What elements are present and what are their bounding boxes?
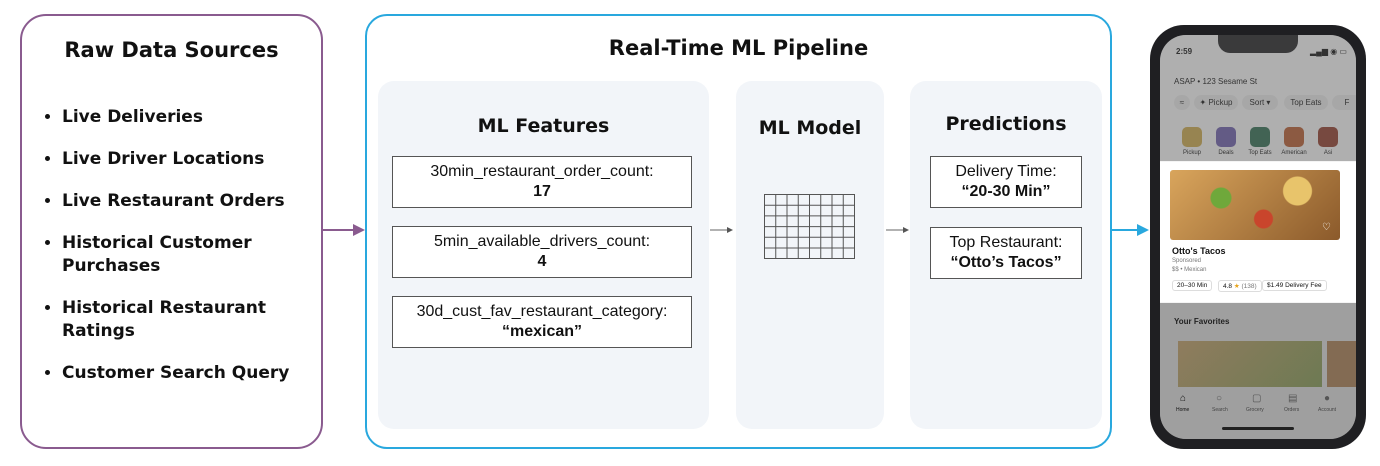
status-icons: ▂▄▆ ◉ ▭	[1310, 47, 1347, 56]
sponsored-label: Sponsored	[1172, 258, 1202, 264]
review-count: (138)	[1241, 283, 1257, 290]
source-item: Live Driver Locations	[62, 148, 289, 171]
restaurant-name: Otto's Tacos	[1172, 246, 1226, 256]
source-item: Historical Restaurant Ratings	[62, 297, 277, 343]
source-item: Live Deliveries	[62, 106, 289, 129]
nav-label: Account	[1318, 407, 1337, 413]
category-label: American	[1281, 150, 1307, 156]
feature-box: 30d_cust_fav_restaurant_category: “mexic…	[392, 296, 692, 348]
feature-box: 30min_restaurant_order_count: 17	[392, 156, 692, 208]
filter-sort[interactable]: Sort ▾	[1242, 95, 1278, 110]
source-item: Customer Search Query	[62, 362, 289, 385]
prediction-box: Top Restaurant: “Otto’s Tacos”	[930, 227, 1082, 279]
feature-value: 17	[533, 183, 551, 200]
restaurant-photo	[1170, 170, 1340, 240]
arrow-raw-to-pipeline	[323, 224, 365, 236]
filter-more[interactable]: F	[1332, 95, 1356, 110]
ml-pipeline-box: Real-Time ML Pipeline ML Features 30min_…	[365, 14, 1112, 449]
category-label: Asi	[1323, 150, 1333, 156]
phone-mockup: 2:59 ▂▄▆ ◉ ▭ ASAP • 123 Sesame St ≈ ✦ Pi…	[1150, 25, 1366, 453]
nav-label: Grocery	[1246, 407, 1264, 413]
ml-features-panel: ML Features 30min_restaurant_order_count…	[378, 81, 709, 429]
ml-model-panel: ML Model	[736, 81, 884, 429]
deals-category-icon[interactable]	[1216, 127, 1236, 147]
prediction-name: Delivery Time:	[955, 163, 1057, 180]
raw-data-sources-title: Raw Data Sources	[64, 38, 279, 62]
filter-label: Pickup	[1208, 98, 1233, 107]
favorites-heading: Your Favorites	[1174, 317, 1230, 326]
filter-label: Sort	[1249, 98, 1265, 107]
arrow-pipeline-to-phone	[1111, 224, 1149, 236]
filter-label: Top Eats	[1290, 98, 1322, 107]
prediction-value: “20-30 Min”	[961, 183, 1051, 200]
arrow-features-to-model	[710, 227, 733, 233]
nav-label: Home	[1176, 407, 1190, 413]
feature-name: 5min_available_drivers_count:	[433, 233, 651, 250]
delivery-address[interactable]: ASAP • 123 Sesame St	[1174, 77, 1258, 86]
restaurant-meta: $$ • Mexican	[1172, 267, 1207, 273]
filter-icon[interactable]: ≈	[1174, 95, 1190, 110]
eta-chip: 20–30 Min	[1172, 280, 1213, 291]
predictions-panel: Predictions Delivery Time: “20-30 Min” T…	[910, 81, 1102, 429]
account-icon[interactable]: ●	[1324, 393, 1331, 404]
ml-model-title: ML Model	[758, 117, 862, 139]
rating-value: 4.8	[1223, 283, 1233, 290]
model-grid-icon	[764, 194, 855, 259]
phone-frame: 2:59 ▂▄▆ ◉ ▭ ASAP • 123 Sesame St ≈ ✦ Pi…	[1150, 25, 1366, 449]
phone-screen: 2:59 ▂▄▆ ◉ ▭ ASAP • 123 Sesame St ≈ ✦ Pi…	[1160, 35, 1356, 439]
source-item: Historical Customer Purchases	[62, 232, 277, 278]
feature-name: 30d_cust_fav_restaurant_category:	[416, 303, 668, 320]
top-overlay	[1160, 35, 1356, 161]
orders-icon[interactable]: ▤	[1288, 393, 1298, 404]
rating-chip: 4.8 ★ (138)	[1218, 280, 1262, 292]
favorites-photo[interactable]	[1178, 341, 1322, 387]
home-icon[interactable]: ⌂	[1180, 393, 1187, 404]
star-icon: ★	[1233, 283, 1240, 290]
feature-name: 30min_restaurant_order_count:	[430, 163, 654, 180]
raw-data-sources-box: Raw Data Sources Live Deliveries Live Dr…	[20, 14, 323, 449]
nav-label: Search	[1212, 407, 1228, 413]
prediction-box: Delivery Time: “20-30 Min”	[930, 156, 1082, 208]
fee-chip: $1.49 Delivery Fee	[1262, 280, 1327, 291]
restaurant-card[interactable]: ♡ Otto's Tacos Sponsored $$ • Mexican 20…	[1160, 162, 1356, 302]
category-label: Top Eats	[1248, 150, 1272, 156]
phone-notch	[1218, 35, 1298, 53]
american-category-icon[interactable]	[1284, 127, 1304, 147]
feature-box: 5min_available_drivers_count: 4	[392, 226, 692, 278]
top-eats-category-icon[interactable]	[1250, 127, 1270, 147]
asian-category-icon[interactable]	[1318, 127, 1338, 147]
pickup-category-icon[interactable]	[1182, 127, 1202, 147]
nav-label: Orders	[1284, 407, 1300, 413]
source-item: Live Restaurant Orders	[62, 190, 289, 213]
category-label: Pickup	[1182, 150, 1201, 156]
prediction-value: “Otto’s Tacos”	[950, 254, 1062, 271]
predictions-title: Predictions	[945, 113, 1067, 135]
walk-icon: ✦	[1199, 98, 1207, 107]
prediction-name: Top Restaurant:	[949, 234, 1063, 251]
feature-value: 4	[537, 253, 547, 270]
heart-icon[interactable]: ♡	[1322, 222, 1331, 233]
ml-pipeline-title: Real-Time ML Pipeline	[608, 36, 869, 60]
ml-features-title: ML Features	[477, 115, 610, 137]
feature-value: “mexican”	[501, 323, 583, 340]
filter-top-eats[interactable]: Top Eats	[1284, 95, 1328, 110]
filter-pickup[interactable]: ✦ Pickup	[1194, 95, 1238, 110]
search-icon[interactable]: ○	[1216, 393, 1223, 404]
delivery-fee: $1.49 Delivery Fee	[1267, 282, 1322, 289]
home-indicator	[1222, 427, 1294, 430]
status-time: 2:59	[1176, 47, 1193, 56]
grocery-icon[interactable]: ▢	[1252, 393, 1262, 404]
arrow-model-to-predictions	[886, 227, 909, 233]
favorites-photo[interactable]	[1327, 341, 1356, 387]
category-label: Deals	[1218, 150, 1234, 156]
raw-data-sources-list: Live Deliveries Live Driver Locations Li…	[40, 106, 289, 404]
eta-value: 20–30 Min	[1177, 282, 1208, 289]
